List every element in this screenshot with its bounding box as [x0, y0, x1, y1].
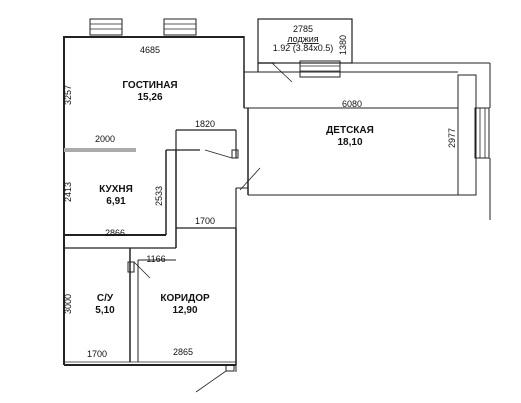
- room-living-area: 15,26: [137, 92, 162, 103]
- dim-kids-height: 2977: [447, 128, 457, 148]
- loggia-label: лоджия: [287, 34, 318, 44]
- window-1: [89, 18, 123, 36]
- room-living-name: ГОСТИНАЯ: [122, 80, 177, 91]
- dim-doorway: 1820: [195, 119, 215, 129]
- dim-kitchen-height-right: 2533: [154, 186, 164, 206]
- room-corridor-area: 12,90: [172, 305, 197, 316]
- room-kitchen-name: КУХНЯ: [99, 184, 133, 195]
- dim-partition: 2000: [95, 134, 115, 144]
- room-kids-name: ДЕТСКАЯ: [326, 125, 374, 136]
- room-bath-area: 5,10: [95, 305, 115, 316]
- dim-corridor-width: 2865: [173, 347, 193, 357]
- dim-corridor-step: 1166: [146, 254, 165, 264]
- loggia-depth: 1380: [338, 35, 348, 55]
- dim-kitchen-width: 2866: [105, 228, 125, 238]
- dim-corridor-top: 1700: [195, 216, 215, 226]
- dim-living-width: 4685: [140, 45, 160, 55]
- room-bath-name: С/У: [97, 293, 114, 304]
- dim-kids-width: 6080: [342, 99, 362, 109]
- room-corridor-name: КОРИДОР: [160, 293, 210, 304]
- room-kids-area: 18,10: [337, 137, 362, 148]
- window-2: [163, 18, 197, 36]
- walls: [63, 18, 491, 393]
- room-kitchen-area: 6,91: [106, 196, 126, 207]
- loggia-width: 2785: [293, 24, 313, 34]
- dim-kitchen-height-left: 2413: [63, 182, 73, 202]
- dim-bath-width: 1700: [87, 349, 107, 359]
- window-right: [474, 107, 490, 159]
- window-loggia: [299, 60, 341, 78]
- loggia-detail: 1.92 (3.84х0.5): [273, 43, 334, 53]
- dim-bath-height: 3000: [63, 294, 73, 314]
- dim-living-height: 3257: [63, 85, 73, 105]
